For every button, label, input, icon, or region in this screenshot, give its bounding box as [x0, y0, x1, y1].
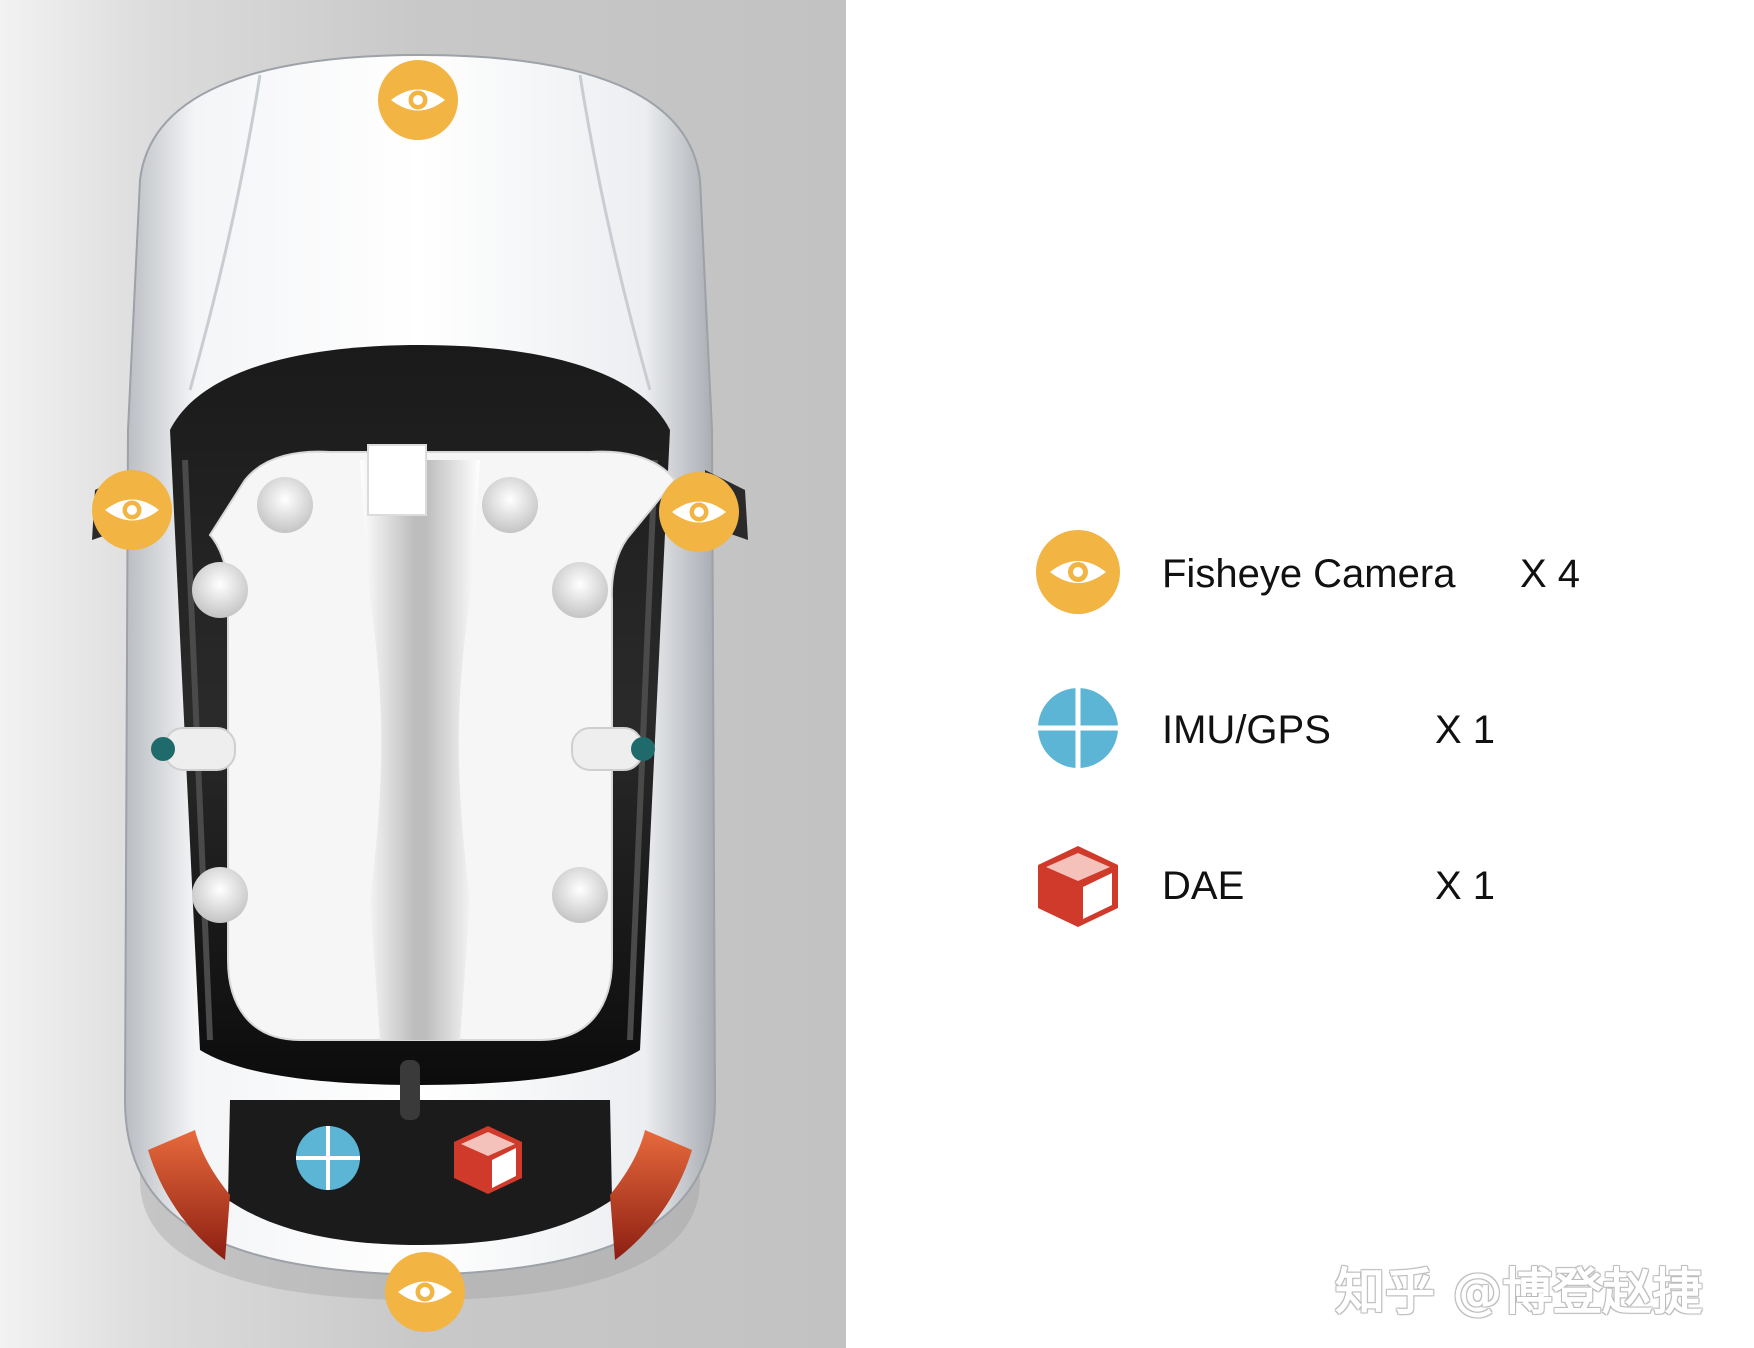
legend-count-dae: X 1 [1435, 864, 1496, 908]
roof-mount-rib [360, 460, 480, 1040]
legend-cube-icon [1038, 846, 1118, 927]
legend-count-fisheye: X 4 [1520, 552, 1581, 596]
legend-label-fisheye: Fisheye Camera [1162, 552, 1456, 596]
legend-eye-icon [1036, 530, 1120, 614]
rear-deck [228, 1100, 612, 1245]
legend-count-imu: X 1 [1435, 708, 1496, 752]
cube-icon [454, 1126, 522, 1194]
legend-label-imu: IMU/GPS [1162, 708, 1331, 752]
left-tail-light [148, 1130, 230, 1260]
watermark: 知乎 @博登赵捷 [1335, 1263, 1703, 1321]
right-tail-light [610, 1130, 692, 1260]
eye-icon [659, 472, 739, 552]
eye-icon [92, 470, 172, 550]
crosshair-icon [296, 1126, 360, 1190]
legend-label-dae: DAE [1162, 864, 1245, 908]
eye-icon [378, 60, 458, 140]
eye-icon [385, 1252, 465, 1332]
legend-crosshair-icon [1038, 688, 1118, 768]
